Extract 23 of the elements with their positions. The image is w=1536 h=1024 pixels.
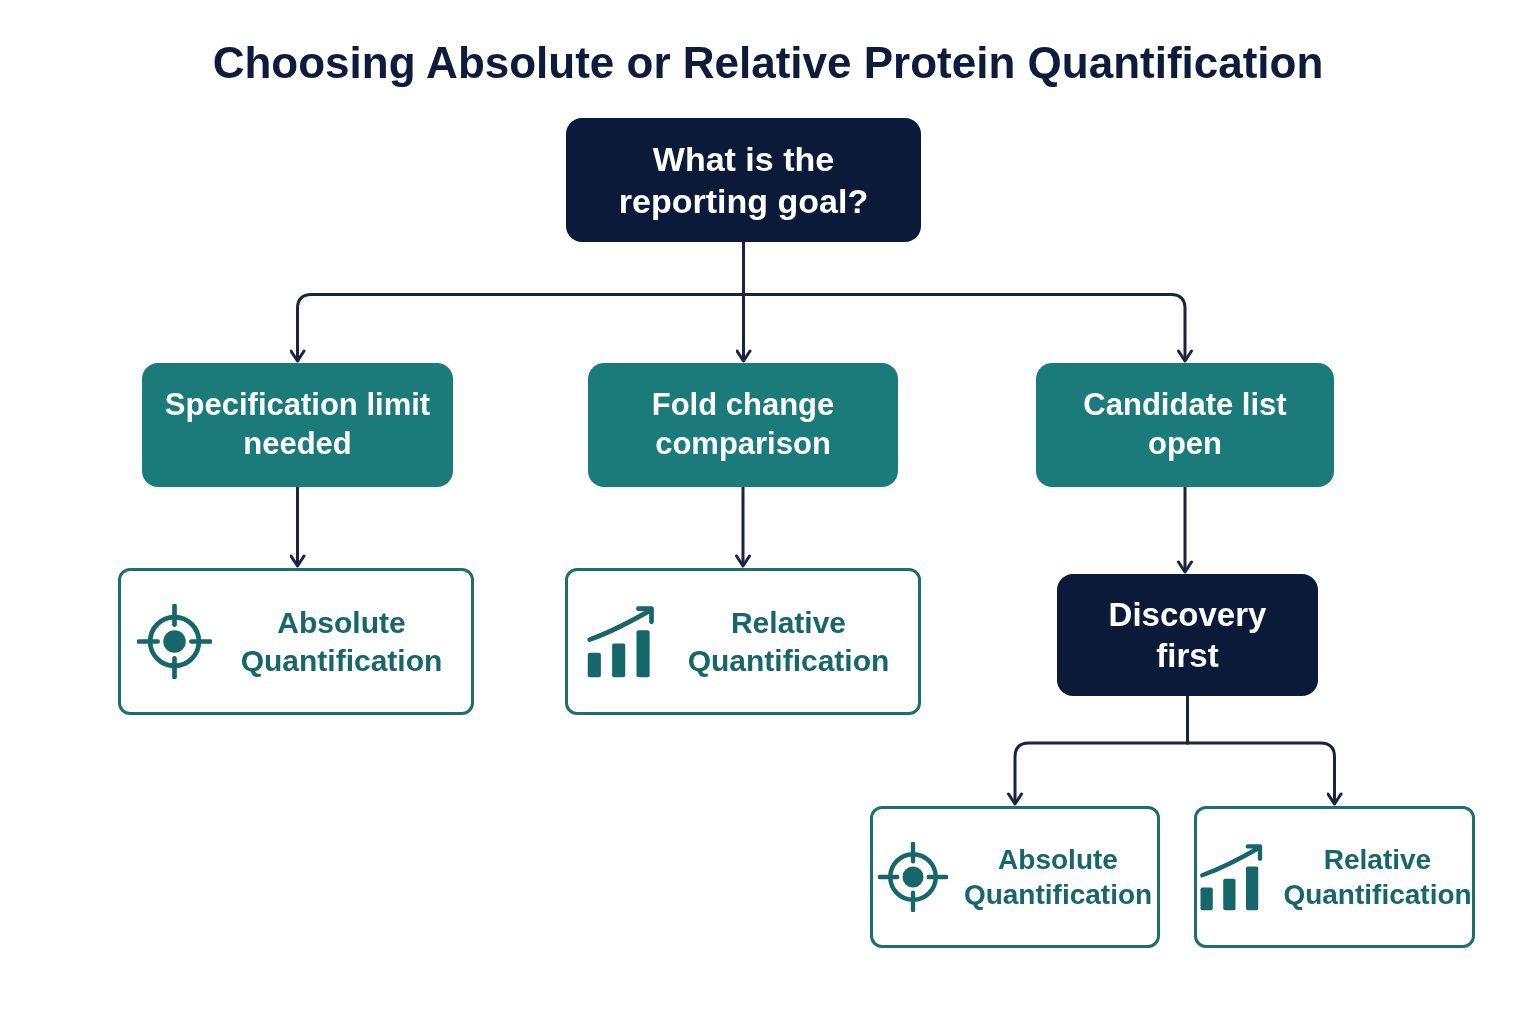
- criterion-box: [1036, 363, 1334, 487]
- outcome-box: [565, 568, 921, 715]
- outcome-box: [118, 568, 474, 715]
- decision-box: [566, 118, 921, 242]
- node-label: What is the reporting goal?: [617, 138, 870, 222]
- arrow: [735, 487, 751, 568]
- arrow: [1186, 696, 1343, 806]
- decision-box: [1057, 574, 1318, 696]
- node-label: Relative Quantification: [1283, 843, 1472, 912]
- node-label: Absolute Quantification: [963, 843, 1153, 912]
- node-label: Relative Quantification: [686, 605, 891, 679]
- outcome-box: [1194, 806, 1475, 948]
- node-label: Fold change comparison: [650, 386, 836, 463]
- arrow: [289, 487, 306, 568]
- arrow: [1177, 487, 1193, 574]
- node-label: Discovery first: [1107, 594, 1268, 676]
- diagram-title: Choosing Absolute or Relative Protein Quantification: [211, 37, 1325, 89]
- node-label: Candidate list open: [1082, 386, 1288, 463]
- outcome-box: [870, 806, 1160, 948]
- criterion-box: [142, 363, 453, 487]
- node-label: Absolute Quantification: [239, 605, 444, 679]
- criterion-box: [588, 363, 898, 487]
- node-label: Specification limit needed: [163, 386, 432, 463]
